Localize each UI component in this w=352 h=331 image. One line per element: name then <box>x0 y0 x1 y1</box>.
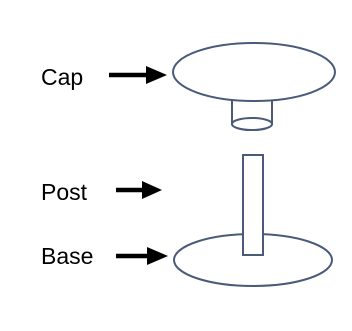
cap-disc <box>172 42 336 102</box>
cap-shape <box>172 42 336 131</box>
cap-label: Cap <box>41 64 84 90</box>
post-label: Post <box>41 179 88 205</box>
cap-tube-opening <box>231 117 273 131</box>
cap-arrow-head <box>146 66 167 84</box>
base-arrow-head <box>147 247 168 265</box>
base-arrow <box>116 247 168 265</box>
cap-arrow <box>109 66 167 84</box>
post-arrow-head <box>142 181 162 199</box>
post-arrow <box>116 181 162 199</box>
post-rod <box>242 154 264 256</box>
base-label: Base <box>41 243 94 269</box>
